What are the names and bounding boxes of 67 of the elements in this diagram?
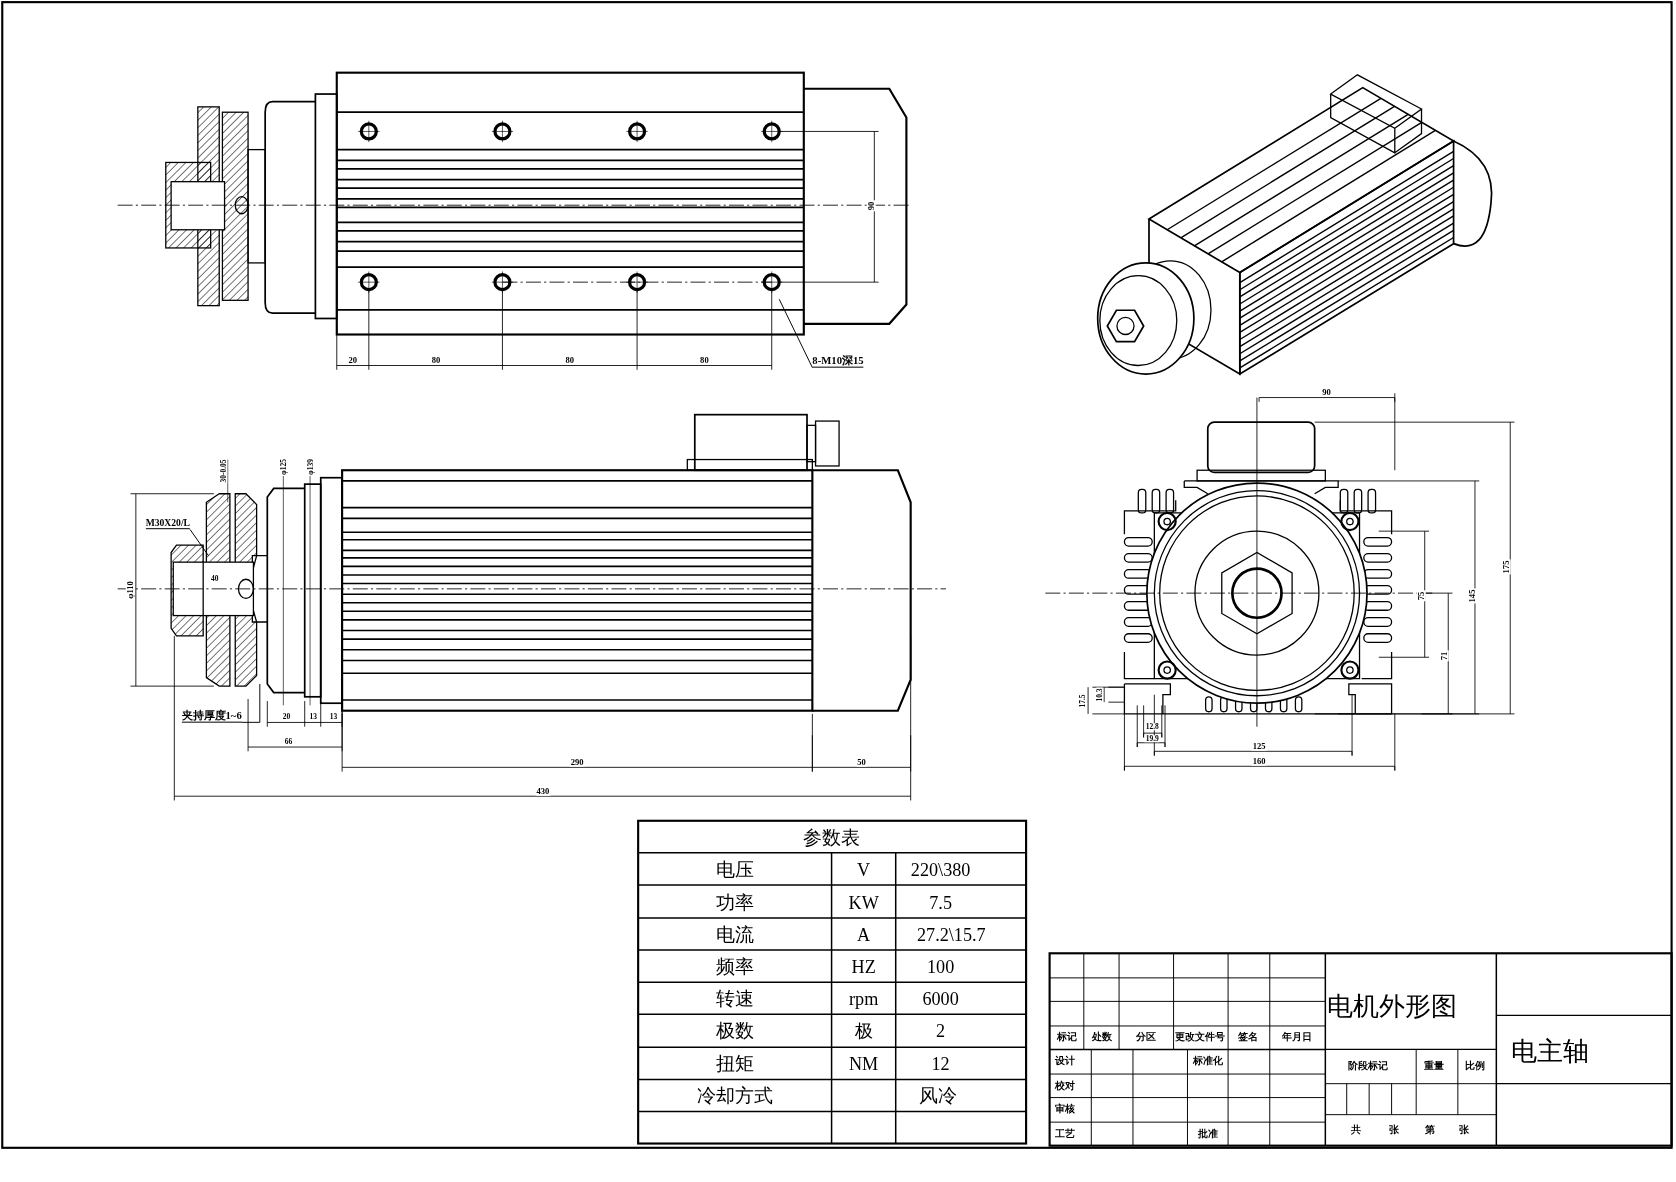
table-cell: 12 <box>931 1054 950 1073</box>
table-cell: 2 <box>936 1022 946 1041</box>
table-cell: 电压 <box>716 860 755 880</box>
title-block-text: 张 <box>1388 1125 1399 1135</box>
callout-text: 夹持厚度1~6 <box>181 709 242 723</box>
dimension-text: 145 <box>1467 589 1477 604</box>
title-block-text: 设计 <box>1054 1056 1075 1067</box>
title-block-text: 共 <box>1351 1125 1362 1135</box>
table-cell: 7.5 <box>929 894 952 913</box>
title-block-text: 标记 <box>1056 1032 1077 1042</box>
table-cell: 冷却方式 <box>697 1086 774 1106</box>
dimension-text: 430 <box>535 786 551 796</box>
title-block-text: 校对 <box>1054 1081 1075 1091</box>
table-cell: 220\380 <box>910 861 971 880</box>
title-block-text: 比例 <box>1465 1060 1486 1071</box>
callout-text: M30X20/L <box>145 517 190 530</box>
dimension-text: 75 <box>1416 591 1425 602</box>
product-name: 电主轴 <box>1510 1038 1589 1065</box>
table-cell: A <box>857 926 871 945</box>
title-block-text: 阶段标记 <box>1348 1060 1389 1071</box>
table-cell: 电流 <box>716 925 755 945</box>
dimension-text: 90 <box>866 201 876 212</box>
dimension-text: φ110 <box>126 580 135 600</box>
table-cell: 极 <box>854 1022 873 1041</box>
table-cell: 扭矩 <box>716 1053 755 1074</box>
title-block-text: 批准 <box>1197 1129 1218 1139</box>
title-block-text: 第 <box>1425 1125 1436 1135</box>
title-block-text: 处数 <box>1092 1032 1112 1042</box>
table-cell: 6000 <box>922 990 959 1009</box>
title-block-text: 年月日 <box>1281 1032 1312 1042</box>
table-cell: 功率 <box>716 893 755 913</box>
title-block-text: 张 <box>1459 1125 1470 1135</box>
leader-line <box>189 528 209 557</box>
dimension-text: 175 <box>1501 559 1511 574</box>
dimension-text: 80 <box>564 355 575 365</box>
table-cell: 27.2\15.7 <box>917 926 986 945</box>
title-block-text: 审核 <box>1054 1104 1075 1115</box>
dimension-text: 20 <box>347 355 358 365</box>
table-cell: HZ <box>851 958 876 977</box>
title-block-text: 分区 <box>1135 1032 1156 1042</box>
dimension-text: 90 <box>1321 388 1332 397</box>
title-block-text: 更改文件号 <box>1175 1032 1226 1042</box>
dimension-text: 80 <box>699 355 710 365</box>
dimension-text: 125 <box>1251 741 1267 751</box>
table-cell: KW <box>848 894 879 913</box>
dimension-text: 71 <box>1439 651 1449 662</box>
table-cell: NM <box>849 1054 879 1073</box>
dimension-text: 290 <box>569 757 585 767</box>
table-cell: 极数 <box>716 1021 755 1042</box>
title-block-text: 标准化 <box>1192 1056 1223 1067</box>
table-cell: 转速 <box>716 989 755 1009</box>
table-cell: V <box>857 861 871 880</box>
table-cell: rpm <box>849 990 879 1009</box>
dimension-text: 80 <box>430 355 442 365</box>
dimension-text: 160 <box>1251 756 1267 766</box>
leader-line <box>241 683 261 723</box>
table-cell: 风冷 <box>919 1086 958 1106</box>
title-block-text: 签名 <box>1238 1032 1259 1042</box>
title-block-text: 重量 <box>1424 1060 1445 1071</box>
dimension-text: 50 <box>856 757 867 767</box>
table-cell: 频率 <box>716 957 755 977</box>
leader-line <box>778 298 813 368</box>
callout-text: 8-M10深15 <box>812 354 864 368</box>
table-title: 参数表 <box>803 828 861 848</box>
title-block-text: 工艺 <box>1054 1129 1075 1139</box>
table-cell: 100 <box>927 958 955 977</box>
drawing-title: 电机外形图 <box>1326 994 1457 1020</box>
